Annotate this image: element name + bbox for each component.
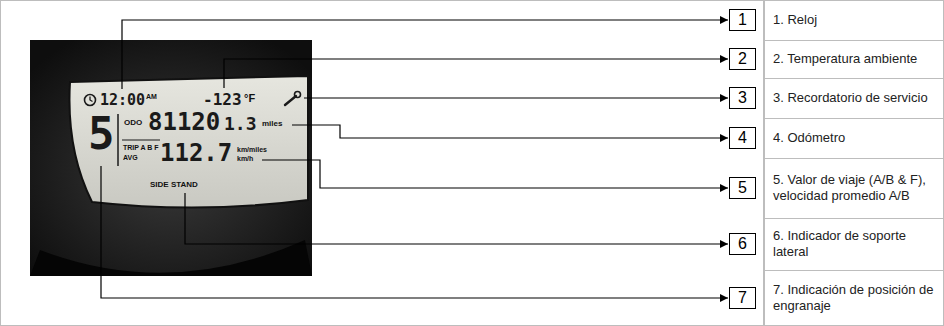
leader-line: [224, 59, 728, 88]
lcd-unit: km/miles: [237, 146, 267, 153]
leader-line: [304, 97, 728, 98]
callout-number: 1: [738, 12, 747, 28]
clock-icon: [85, 95, 96, 106]
leader-line: [262, 160, 728, 188]
callout-box: 7: [729, 287, 756, 309]
lcd-tag: AVG: [123, 154, 138, 161]
callout-number: 3: [738, 90, 747, 106]
odometer-decimal: 1.3: [224, 115, 257, 133]
lcd-unit: miles: [262, 120, 282, 128]
leader-line: [185, 193, 728, 244]
figure-frame: [1, 1, 764, 326]
table-cell: 5. Valor de viaje (A/B & F), velocidad p…: [773, 172, 937, 204]
gear-indicator: 5: [88, 112, 115, 156]
callout-number: 4: [738, 130, 747, 146]
lcd-unit: AM: [146, 93, 157, 100]
callout-box: 6: [729, 233, 756, 255]
display-photo: [30, 40, 312, 276]
table-cell: 6. Indicador de soporte lateral: [773, 228, 937, 260]
trip-reading: 112.7: [160, 141, 232, 165]
display-bezel: [30, 240, 312, 276]
lcd-divider: [117, 114, 119, 166]
callout-number: 6: [738, 236, 747, 252]
lcd-unit: km/h: [237, 155, 253, 162]
lcd-tag: SIDE STAND: [150, 181, 198, 189]
lcd-divider: [122, 140, 160, 141]
table-cell: 2. Temperatura ambiente: [773, 51, 937, 67]
callout-number: 5: [738, 180, 747, 196]
lcd-panel: [69, 76, 308, 208]
lcd-unit: °F: [244, 93, 255, 104]
leader-lines: [101, 20, 728, 298]
clock-reading: 12:00: [100, 93, 145, 108]
callout-box: 3: [729, 87, 756, 109]
leader-line: [122, 20, 728, 89]
callout-number: 2: [738, 51, 747, 67]
temperature-reading: -123: [203, 92, 242, 108]
table-cell: 7. Indicación de posición de engranaje: [773, 282, 937, 314]
leader-line: [101, 166, 728, 298]
callout-box: 4: [729, 127, 756, 149]
table-rules: [765, 41, 943, 271]
lcd-tag: TRIP A B F: [123, 144, 159, 151]
lcd-tag: ODO: [124, 119, 142, 127]
callout-box: 5: [729, 177, 756, 199]
table-frame: [765, 1, 944, 326]
table-cell: 3. Recordatorio de servicio: [773, 90, 937, 106]
wrench-icon: [285, 92, 301, 106]
callout-box: 1: [729, 9, 756, 31]
odometer-reading: 81120: [148, 110, 220, 134]
leader-line: [292, 125, 728, 138]
callout-number: 7: [738, 290, 747, 306]
table-cell: 4. Odómetro: [773, 130, 937, 146]
table-cell: 1. Reloj: [773, 12, 937, 28]
callout-box: 2: [729, 48, 756, 70]
